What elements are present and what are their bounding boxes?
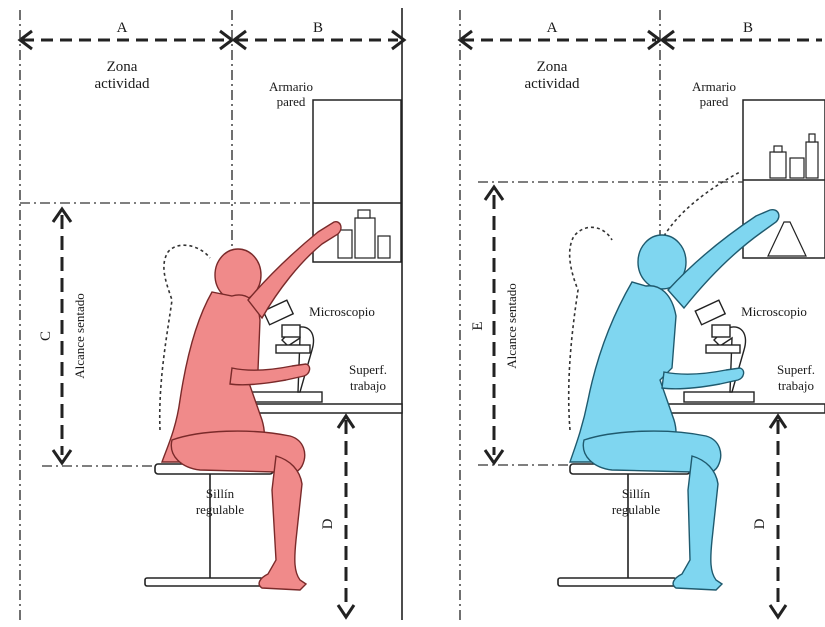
reach-text-left: Alcance sentado	[72, 293, 87, 379]
superf-line2-right: trabajo	[778, 378, 814, 393]
label-b: B	[313, 20, 323, 36]
sillin-line1: Sillín	[206, 486, 235, 501]
armario-line2-right: pared	[700, 94, 729, 109]
label-b-right: B	[743, 20, 753, 36]
armario-line2: pared	[277, 94, 306, 109]
superf-line2: trabajo	[350, 378, 386, 393]
adjustable-stool	[145, 464, 273, 586]
reach-letter-e: E	[470, 321, 486, 330]
work-surface-right	[662, 404, 825, 413]
sillin-line2: regulable	[196, 502, 245, 517]
reach-letter-c: C	[38, 331, 54, 341]
dimension-d-bottom-arrowhead	[338, 605, 354, 617]
sillin-line2-right: regulable	[612, 502, 661, 517]
microscopio-label-right: Microscopio	[741, 304, 807, 319]
cabinet-bottles	[338, 210, 390, 258]
sillin-line1-right: Sillín	[622, 486, 651, 501]
height-letter-d-left: D	[320, 518, 336, 529]
left-panel: A B Zona actividad Armario pared C Alcan…	[20, 8, 404, 620]
label-a: A	[117, 20, 128, 36]
reach-text-right: Alcance sentado	[504, 283, 519, 369]
dimension-d-bottom-arrowhead-right	[770, 605, 786, 617]
microscopio-label: Microscopio	[309, 304, 375, 319]
armario-line1: Armario	[269, 79, 313, 94]
adjustable-stool-right	[558, 464, 690, 586]
zona-line2-right: actividad	[525, 76, 580, 92]
armario-line1-right: Armario	[692, 79, 736, 94]
superf-line1: Superf.	[349, 362, 387, 377]
right-panel: A B Zona actividad Armario pared E Alcan…	[460, 10, 825, 620]
cabinet-bottles-right	[768, 134, 818, 256]
zona-line1: Zona	[107, 59, 138, 75]
height-letter-d-right: D	[752, 518, 768, 529]
zona-line1-right: Zona	[537, 59, 568, 75]
label-a-right: A	[547, 20, 558, 36]
superf-line1-right: Superf.	[777, 362, 815, 377]
zona-line2: actividad	[95, 76, 150, 92]
